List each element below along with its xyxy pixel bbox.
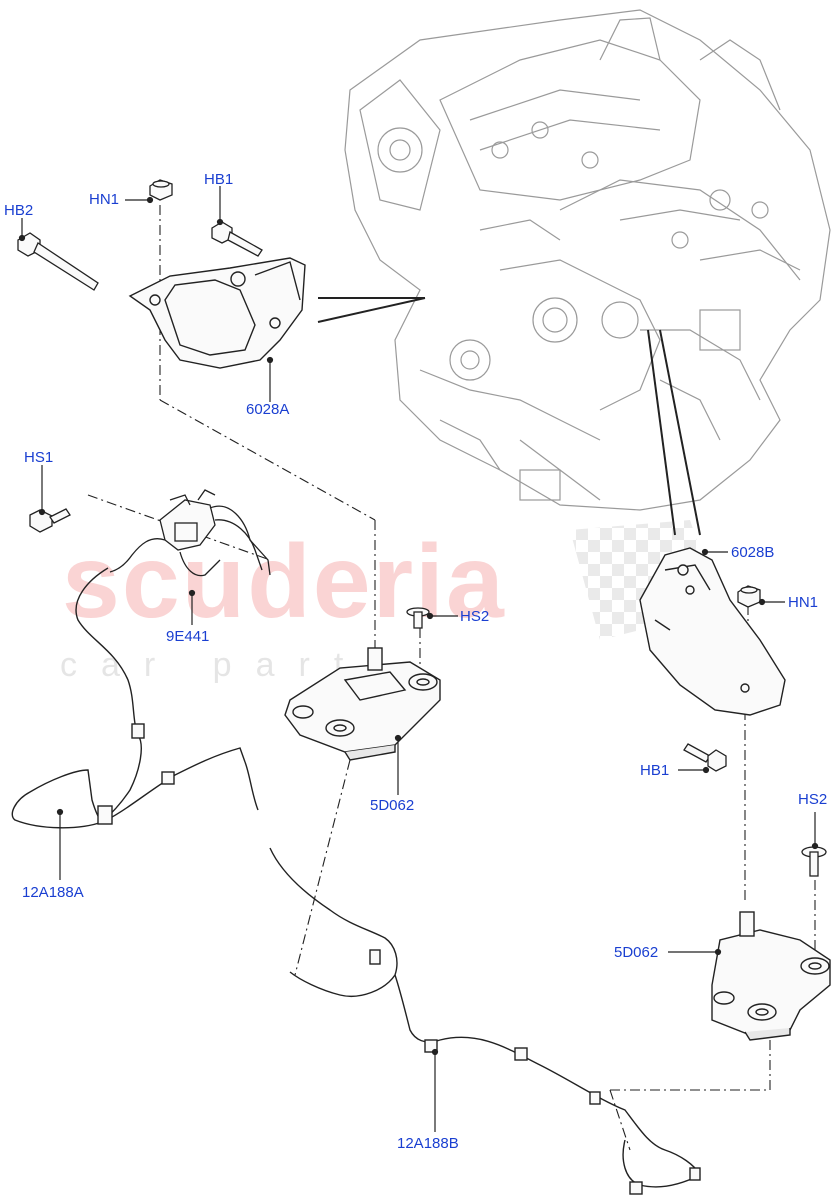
- hose-12a188a: [11, 567, 259, 829]
- bracket-to-engine-lines: [317, 297, 701, 536]
- callout-hb1-left: HB1: [204, 171, 234, 188]
- callout-6028b: 6028B: [731, 544, 775, 561]
- stud-hs2-right: [801, 846, 827, 877]
- callout-12a188b: 12A188B: [397, 1135, 459, 1152]
- callout-9e441: 9E441: [166, 628, 210, 645]
- nut-hn1-right: [737, 585, 761, 608]
- callout-hs2-mid: HS2: [460, 608, 490, 625]
- callout-leaders: [18, 186, 819, 1132]
- mount-5d062-right: [711, 911, 831, 1041]
- assembly-lines: [87, 205, 816, 1151]
- callout-hb2: HB2: [4, 202, 34, 219]
- bolt-hb1-left: [211, 221, 263, 257]
- bolt-hb1-right: [683, 743, 727, 772]
- callout-5d062-left: 5D062: [370, 797, 415, 814]
- callout-hb1-right: HB1: [640, 762, 670, 779]
- stud-hs2-mid: [406, 607, 430, 629]
- hose-12a188b: [269, 847, 701, 1195]
- bracket-6028b: [639, 547, 786, 716]
- callout-12a188a: 12A188A: [22, 884, 84, 901]
- mount-5d062-left: [284, 647, 441, 761]
- callout-6028a: 6028A: [246, 401, 290, 418]
- callout-5d062-right: 5D062: [614, 944, 659, 961]
- callout-hn1-right: HN1: [788, 594, 819, 611]
- bolt-hb2: [17, 232, 99, 291]
- valve-9e441: [109, 489, 271, 577]
- bolt-hs1: [29, 508, 71, 533]
- callout-hn1-left: HN1: [89, 191, 120, 208]
- nut-hn1-left: [149, 179, 173, 201]
- engine-block: [344, 9, 831, 511]
- bracket-6028a: [128, 257, 306, 369]
- callout-hs2-right: HS2: [798, 791, 828, 808]
- callout-hs1: HS1: [24, 449, 54, 466]
